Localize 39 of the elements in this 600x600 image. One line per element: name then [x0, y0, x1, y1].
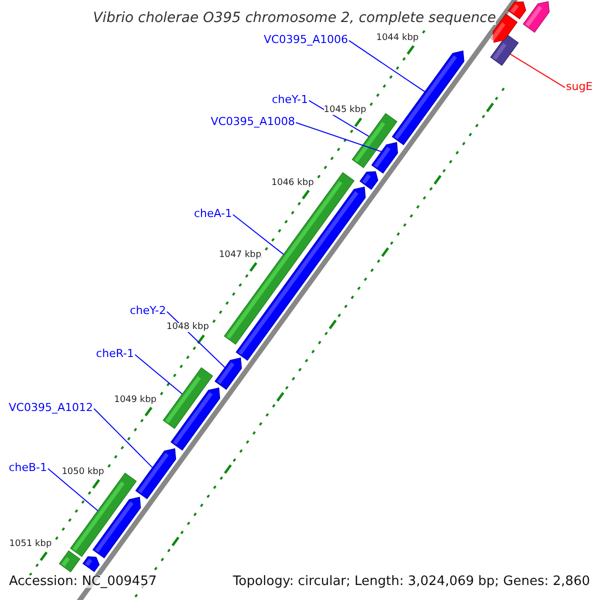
leader-line	[134, 354, 183, 395]
leader-line	[348, 40, 426, 92]
scale-label: 1044 kbp	[376, 34, 419, 43]
gene-label: sugE	[566, 81, 593, 92]
scale-label: 1049 kbp	[114, 396, 157, 405]
gene-label: VC0395_A1006	[264, 34, 348, 45]
sequence-info-text: Topology: circular; Length: 3,024,069 bp; Genes: 2,860	[232, 575, 590, 588]
gene-feature	[508, 2, 526, 20]
gene-label: cheB-1	[8, 462, 47, 473]
gene-block	[58, 550, 80, 572]
leader-line	[296, 122, 382, 152]
map-title: Vibrio cholerae O395 chromosome 2, complete sequence	[92, 11, 496, 25]
scale-label: 1045 kbp	[324, 106, 366, 116]
gene-feature	[135, 448, 176, 500]
leader-line	[48, 468, 98, 512]
scale-label: 1048 kbp	[166, 323, 209, 332]
scale-label: 1051 kbp	[9, 540, 52, 550]
gene-label: cheA-1	[194, 208, 232, 219]
scale-label: 1046 kbp	[271, 178, 314, 188]
leader-line	[510, 54, 566, 88]
gene-feature	[392, 50, 464, 146]
gene-feature	[170, 387, 220, 451]
leader-line	[94, 408, 153, 468]
gene-label: VC0395_A1012	[8, 402, 93, 413]
accession-text: Accession: NC_009457	[9, 575, 157, 588]
gene-feature	[82, 556, 100, 572]
leader-line	[232, 214, 284, 255]
gene-label: cheR-1	[96, 348, 134, 359]
gene-feature	[214, 358, 242, 390]
gene-feature	[360, 171, 378, 190]
gene-label: cheY-1	[272, 94, 308, 105]
gene-feature	[522, 1, 550, 33]
scale-label: 1047 kbp	[218, 250, 262, 260]
gene-label: VC0395_A1008	[210, 116, 295, 127]
leader-line	[308, 100, 370, 137]
scale-label: 1050 kbp	[62, 468, 104, 477]
gene-feature	[371, 142, 398, 174]
gene-feature	[92, 496, 141, 558]
gene-label: cheY-2	[130, 305, 166, 316]
